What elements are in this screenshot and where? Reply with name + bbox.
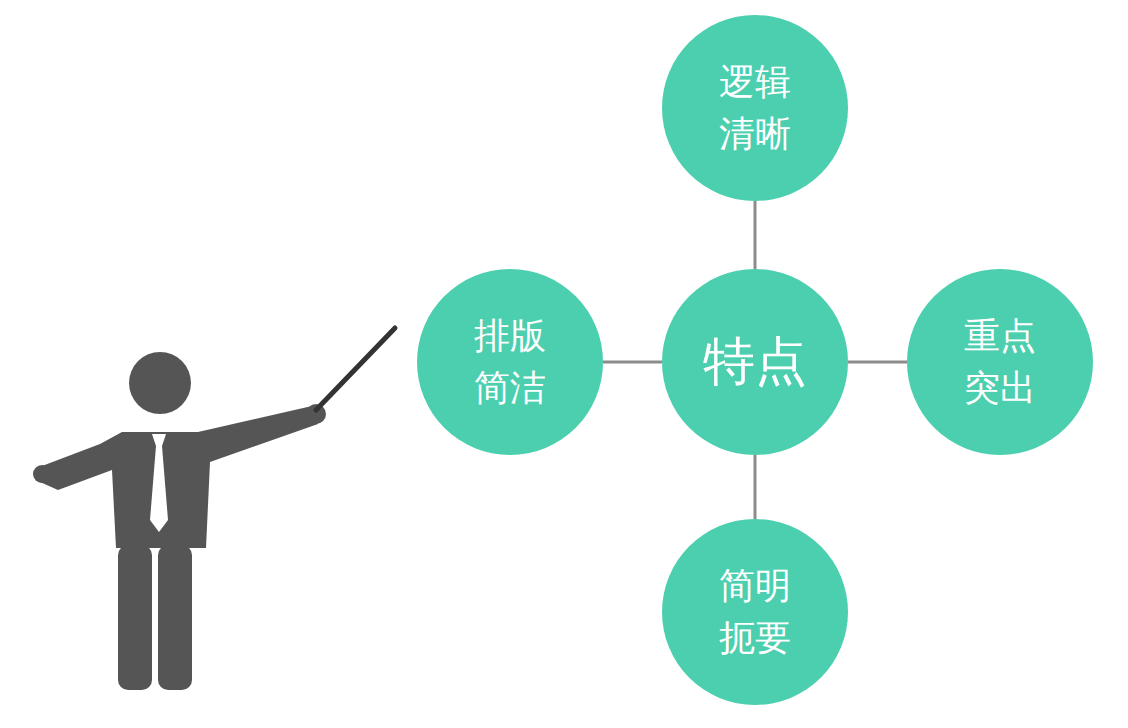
circle-label: 特点 [703,324,807,399]
topic-circle: 简明 扼要 [662,519,848,705]
pointer-stick [316,328,395,410]
circle-label: 重点 突出 [953,310,1047,414]
circle-label: 简明 扼要 [708,560,802,664]
leg [158,545,192,690]
circle-label: 逻辑 清晰 [708,56,802,160]
topic-circle: 逻辑 清晰 [662,15,848,201]
connector-line [755,201,756,269]
connector-stroke [754,201,757,269]
topic-circle: 排版 简洁 [417,269,603,455]
tie [150,434,168,532]
connector-line [603,362,662,363]
circle-content: 排版 简洁 [463,310,557,414]
topic-circle: 特点 [662,269,848,455]
jacket [40,406,318,548]
topic-circle: 重点 突出 [907,269,1093,455]
connector-stroke [603,361,662,364]
connector-line [848,362,907,363]
connector-stroke [754,455,757,519]
circle-content: 逻辑 清晰 [708,56,802,160]
circle-content: 重点 突出 [953,310,1047,414]
connector-stroke [848,361,907,364]
circle-content: 简明 扼要 [708,560,802,664]
circle-label: 排版 简洁 [463,310,557,414]
hand [33,465,51,483]
connector-line [755,455,756,519]
head [129,352,191,414]
circle-content: 特点 [703,324,807,399]
leg [118,545,152,690]
